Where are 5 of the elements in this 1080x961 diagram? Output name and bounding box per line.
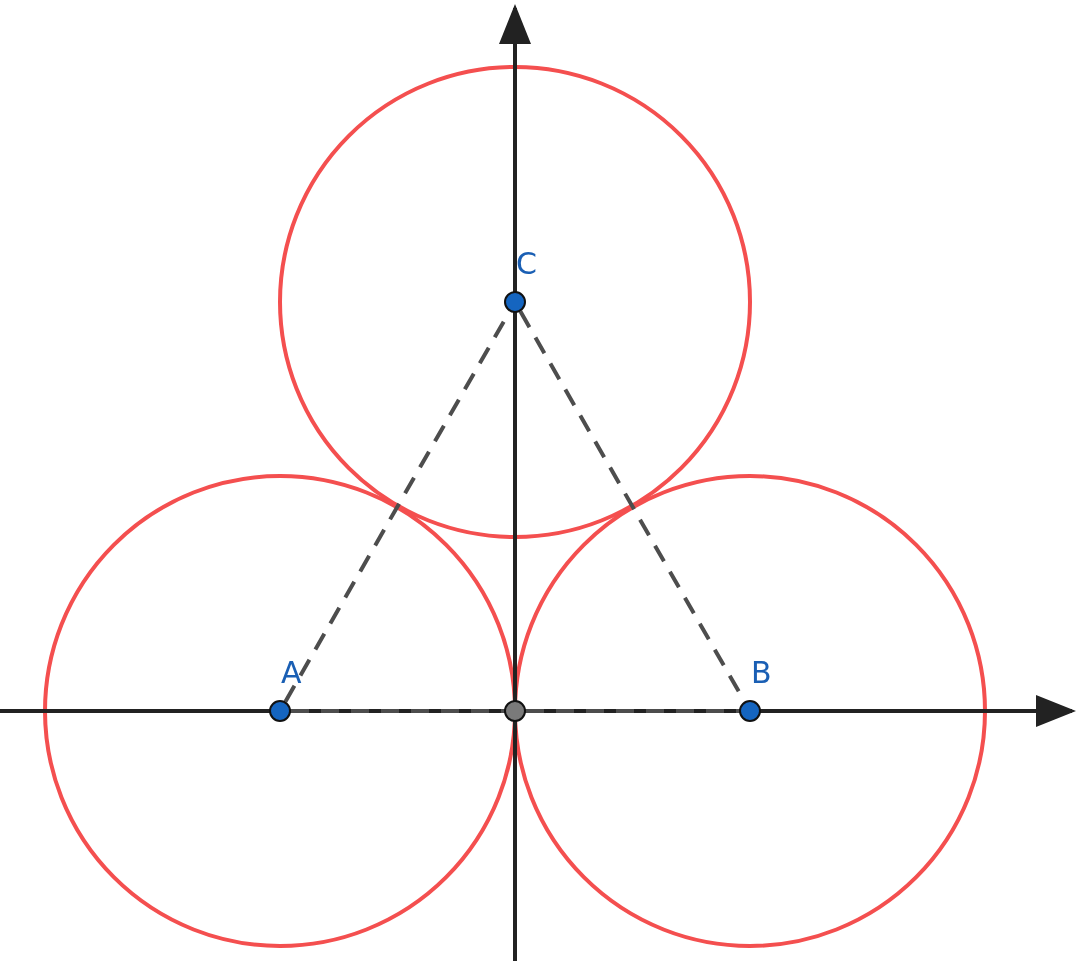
dashed-line: [526, 709, 739, 713]
dashed-line: [291, 709, 504, 713]
point-label: A: [281, 656, 302, 690]
point-label: C: [516, 247, 537, 281]
point-label: B: [751, 656, 772, 690]
